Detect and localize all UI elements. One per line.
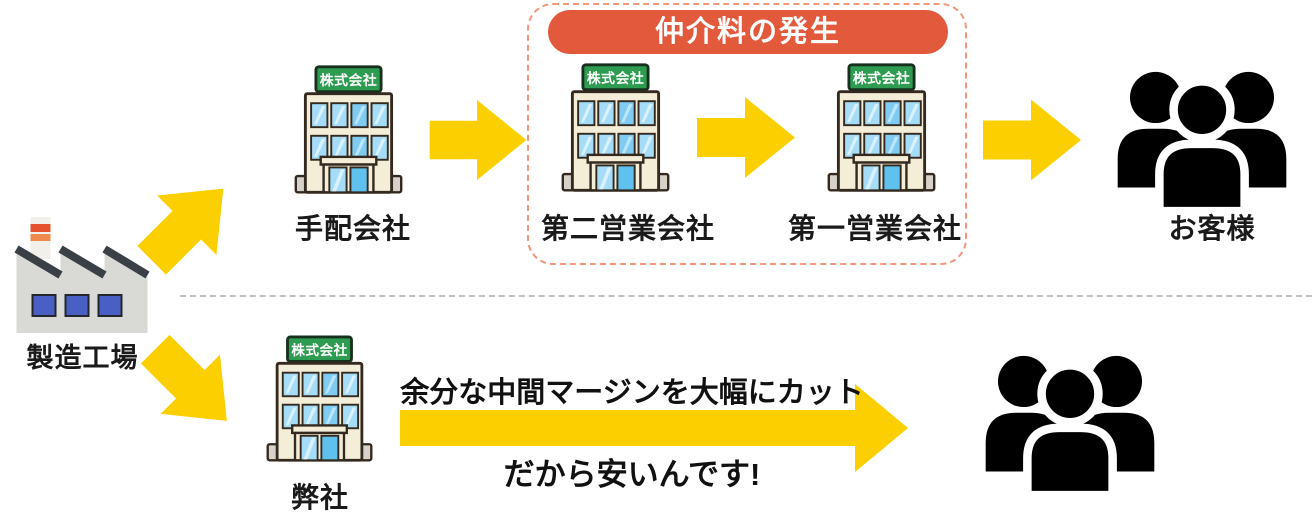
customers-label: お客様 — [1168, 213, 1256, 244]
building-our-company-icon: 株式会社 — [263, 330, 376, 475]
arrow-2-icon — [697, 95, 797, 185]
building-sign-text: 株式会社 — [587, 70, 644, 86]
margin-cut-message: 余分な中間マージンを大幅にカット — [400, 377, 864, 409]
building-sign-text: 株式会社 — [291, 342, 347, 358]
our-company-label: 弊社 — [290, 482, 349, 513]
factory-icon — [14, 217, 150, 340]
first-sales-company-label: 第一営業会社 — [787, 213, 962, 244]
intermediary-fee-badge: 仲介料の発生 — [548, 10, 948, 54]
customers-group-icon — [1112, 66, 1292, 223]
building-second-sales-company-icon: 株式会社 — [558, 60, 673, 203]
route-divider-line — [180, 295, 1312, 297]
building-sign-text: 株式会社 — [853, 70, 910, 86]
second-sales-company-label: 第二営業会社 — [540, 213, 715, 244]
factory-label: 製造工場 — [26, 343, 139, 373]
customers-group-bottom-icon — [980, 350, 1160, 507]
intermediary-fee-box — [527, 3, 967, 265]
building-sign-text: 株式会社 — [320, 72, 377, 88]
arrow-3-icon — [983, 97, 1083, 188]
direct-route-arrow-icon — [400, 384, 908, 477]
building-arranging-company-icon: 株式会社 — [291, 62, 406, 205]
building-first-sales-company-icon: 株式会社 — [824, 60, 939, 203]
arrow-1-icon — [428, 98, 530, 187]
cheap-reason-message: だから安いんです! — [503, 457, 761, 492]
arranging-company-label: 手配会社 — [294, 213, 411, 244]
